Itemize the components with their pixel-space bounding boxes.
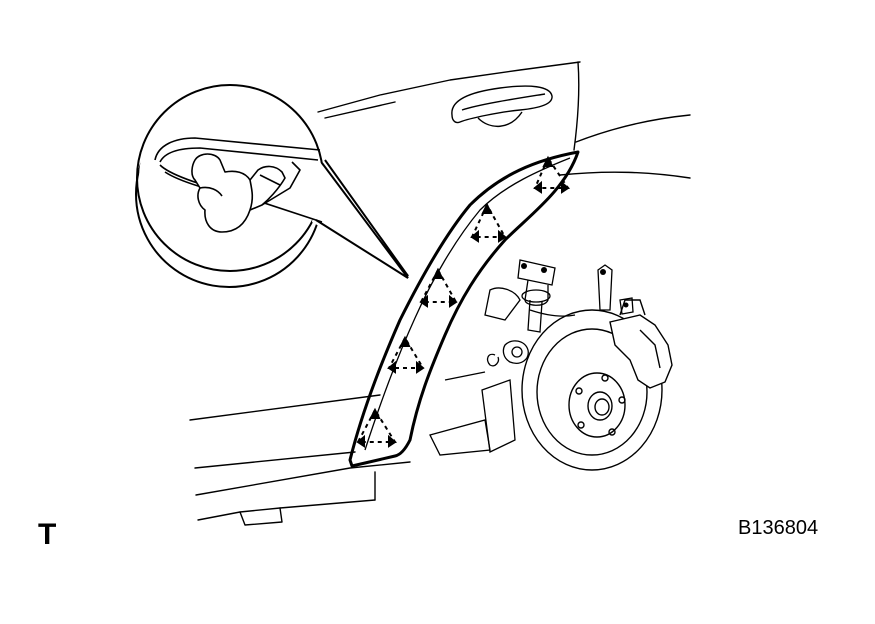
clip-marker-1 bbox=[533, 155, 570, 194]
figure-code: B136804 bbox=[738, 517, 819, 539]
rocker-step bbox=[239, 507, 283, 526]
fender-liner bbox=[348, 150, 580, 468]
clip-marker-3 bbox=[419, 267, 458, 308]
hardware-dots bbox=[521, 263, 629, 308]
caliper bbox=[609, 314, 673, 389]
quarter-panel-edge bbox=[559, 171, 691, 179]
clip-detail bbox=[154, 137, 323, 233]
suspension bbox=[429, 259, 634, 456]
clip-marker-2 bbox=[470, 202, 507, 243]
door-line-upper bbox=[324, 101, 396, 119]
b-pillar-line bbox=[573, 61, 580, 151]
body-crease-2 bbox=[194, 451, 356, 469]
corner-mark: T bbox=[38, 518, 57, 551]
panel-edge-outer bbox=[154, 137, 321, 161]
wheel-hub bbox=[568, 372, 626, 438]
clip-marker-4 bbox=[387, 335, 425, 374]
rocker-bottom bbox=[197, 499, 376, 521]
rocker-line bbox=[195, 461, 411, 496]
clip-markers bbox=[356, 155, 570, 448]
panel-edge-inner bbox=[159, 147, 319, 163]
body-crease-1 bbox=[189, 394, 381, 421]
brake-disc bbox=[521, 309, 663, 471]
brake-assembly bbox=[521, 299, 673, 471]
door-handle bbox=[451, 85, 553, 127]
quarter-panel-top bbox=[575, 114, 691, 143]
clip-marker-5 bbox=[356, 407, 397, 448]
roof-line bbox=[317, 61, 581, 113]
car-body bbox=[189, 61, 691, 526]
